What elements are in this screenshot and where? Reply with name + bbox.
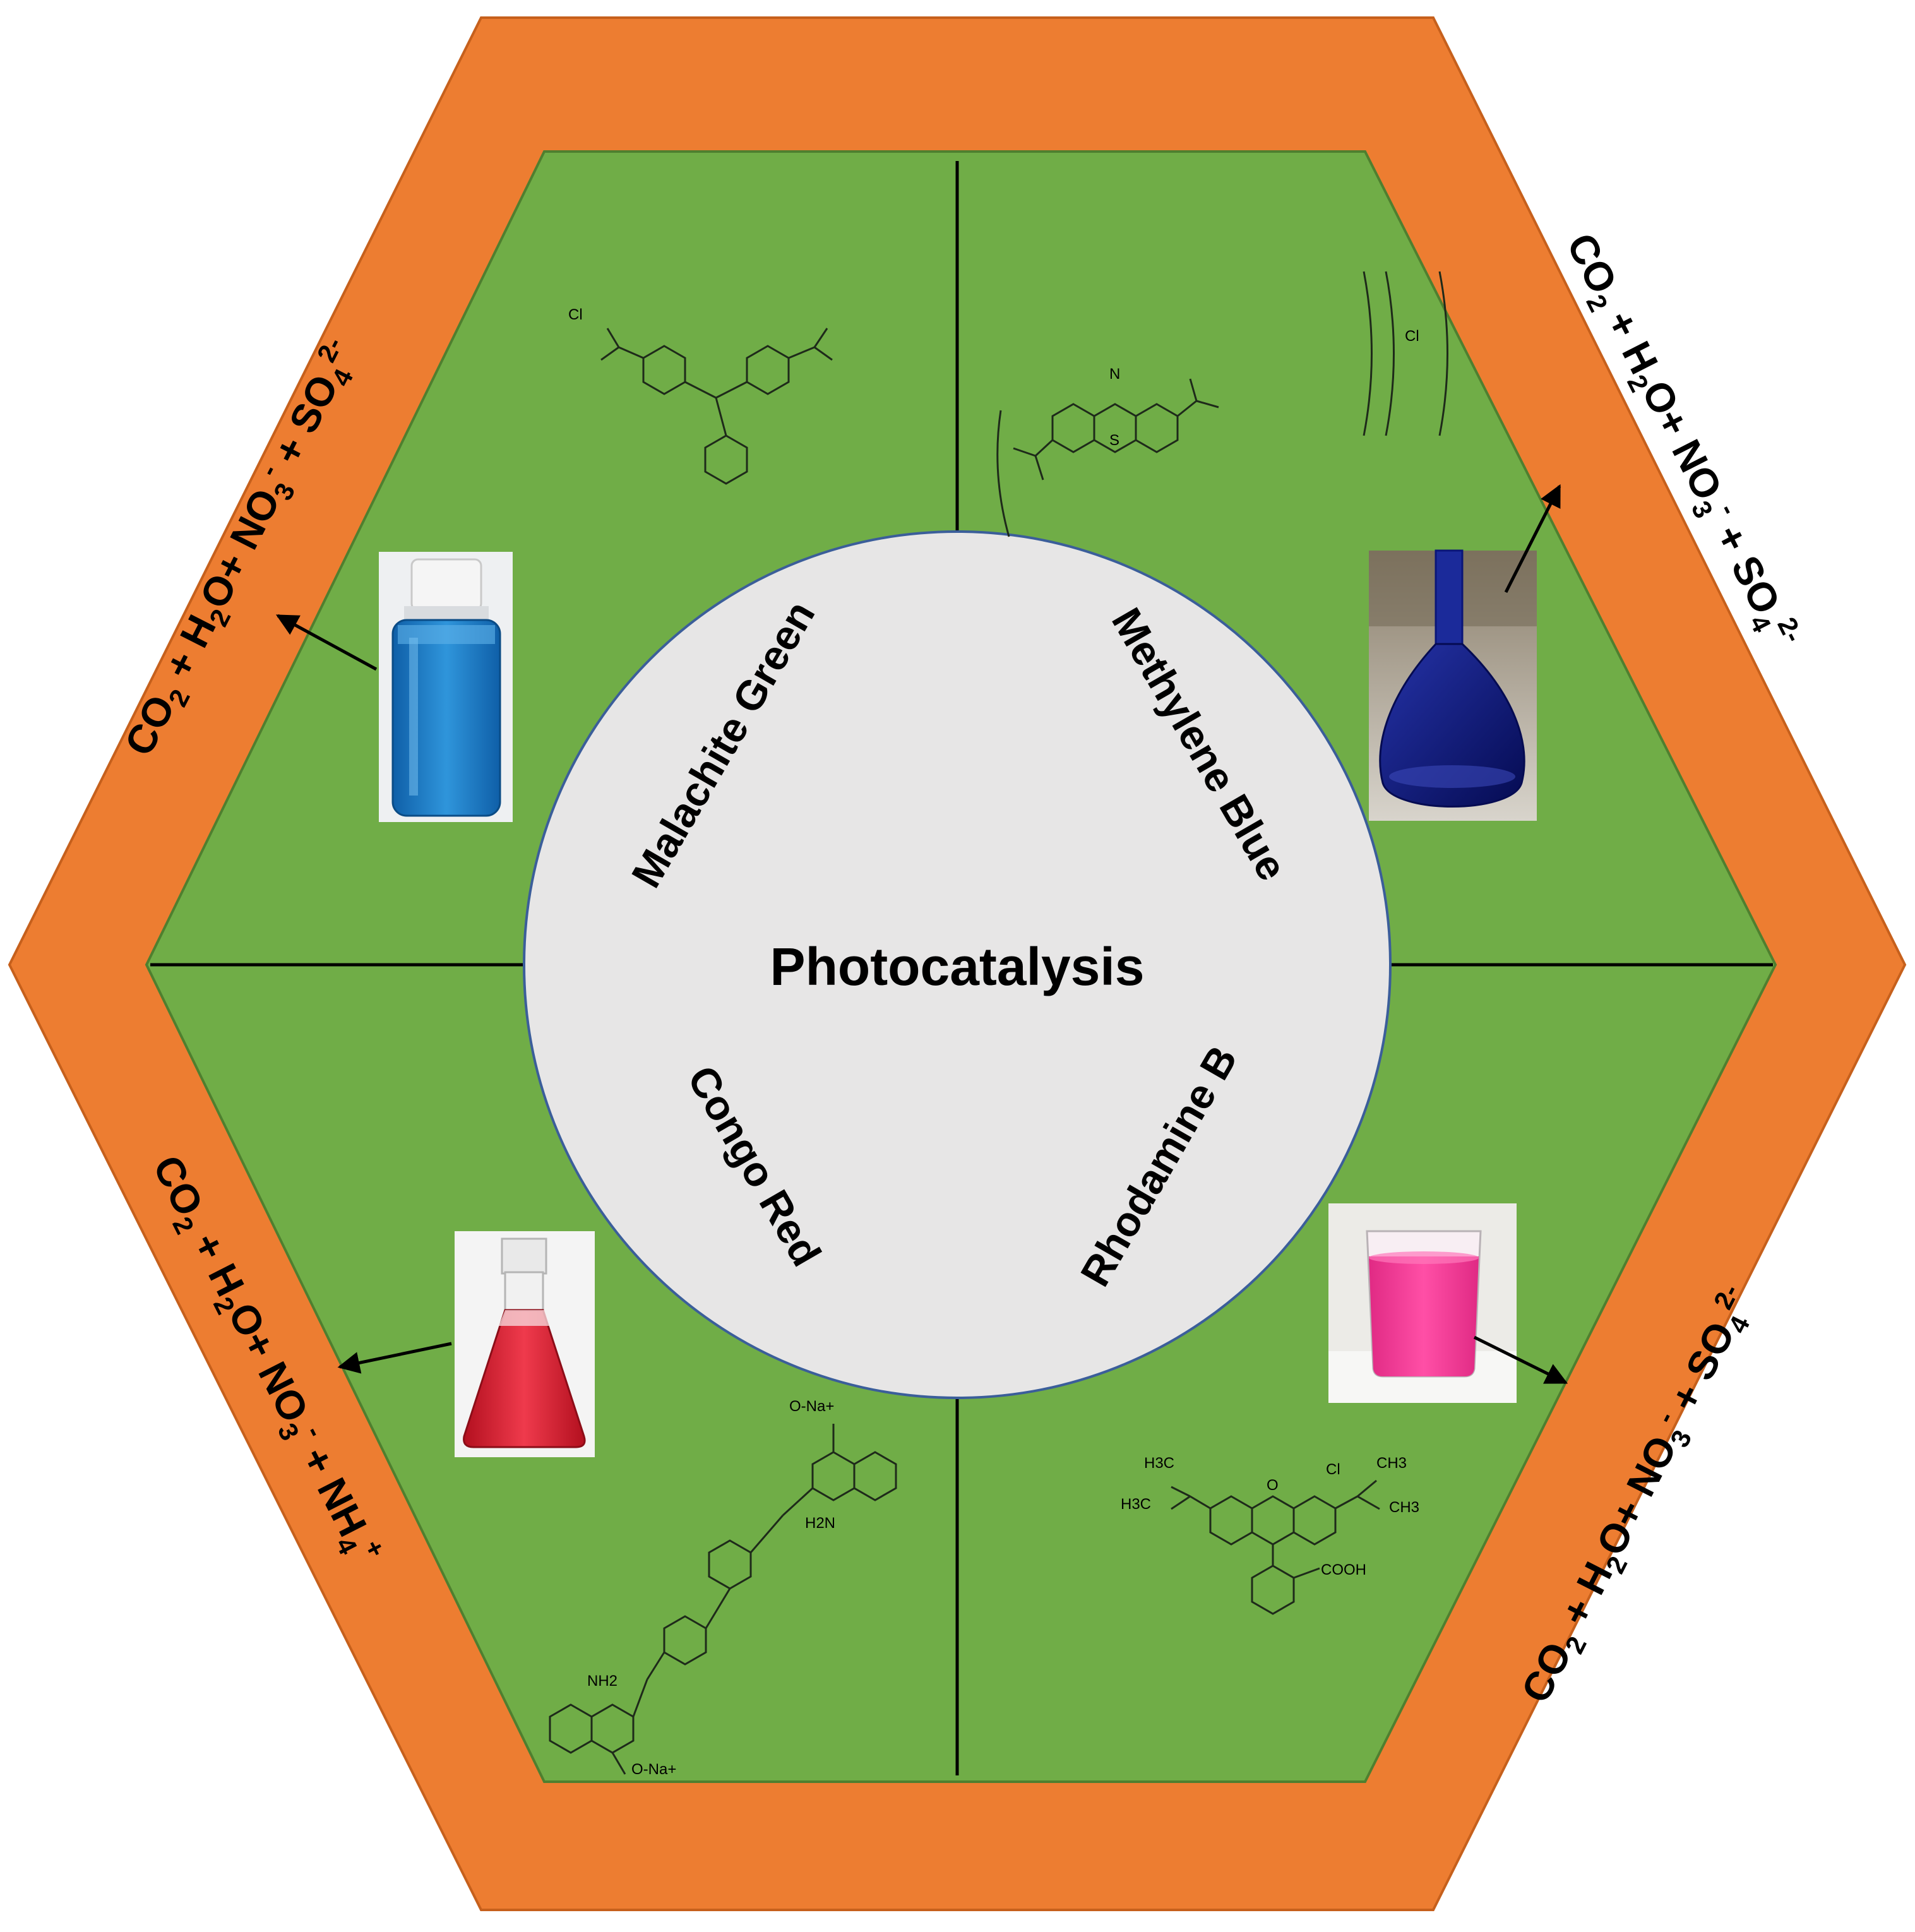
label-ch3-1-rb: CH3 (1376, 1455, 1407, 1472)
label-chloride-mg: Cl (568, 306, 583, 323)
label-s-mb: S (1109, 432, 1119, 449)
label-chloride-mb: Cl (1405, 328, 1419, 345)
label-so3na-bottom-cr: O-Na+ (631, 1761, 676, 1778)
label-nh2-bottom-cr: NH2 (587, 1673, 617, 1690)
label-so3na-top-cr: O-Na+ (789, 1398, 834, 1415)
center-title: Photocatalysis (770, 937, 1145, 996)
label-o-rb: O (1267, 1477, 1279, 1494)
label-ch3-2-rb: CH3 (1389, 1499, 1419, 1516)
photo-pink-beaker (1328, 1203, 1517, 1403)
label-h3c-1-rb: H3C (1144, 1455, 1174, 1472)
label-h3c-2-rb: H3C (1121, 1496, 1151, 1513)
photo-blue-bottle (379, 552, 513, 822)
label-nh2-top-cr: H2N (805, 1515, 835, 1532)
label-cooh-rb: COOH (1321, 1561, 1366, 1578)
photo-red-flask (455, 1231, 595, 1457)
label-n-mb: N (1109, 366, 1120, 383)
label-chloride-rb: Cl (1326, 1461, 1340, 1478)
photo-blue-flask (1369, 551, 1537, 821)
